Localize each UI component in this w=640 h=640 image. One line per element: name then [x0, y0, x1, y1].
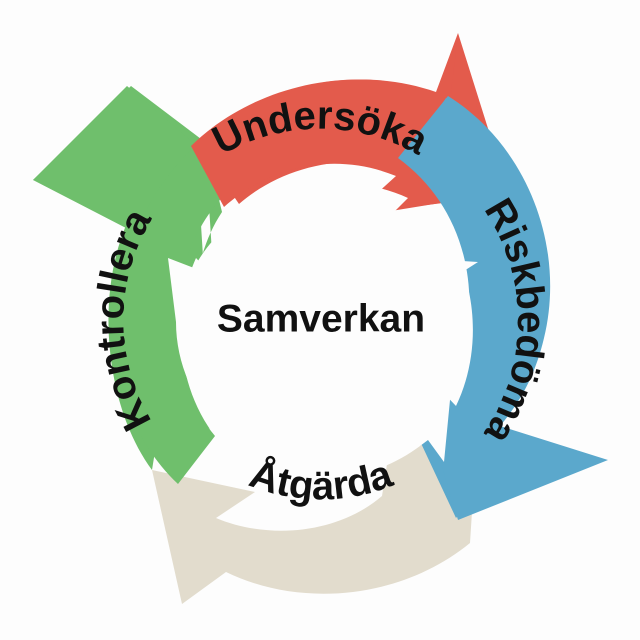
cycle-step-atgarda[interactable] — [152, 418, 478, 604]
center-label: Samverkan — [217, 297, 425, 340]
cycle-arrow-kontrollera-band[interactable] — [116, 145, 231, 484]
cycle-arrow-riskbedoma-body[interactable] — [398, 96, 608, 520]
cycle-step-kontrollera[interactable] — [33, 86, 231, 484]
cycle-arrow-atgarda[interactable] — [152, 418, 478, 604]
cycle-center-hole-swirl — [180, 182, 473, 480]
